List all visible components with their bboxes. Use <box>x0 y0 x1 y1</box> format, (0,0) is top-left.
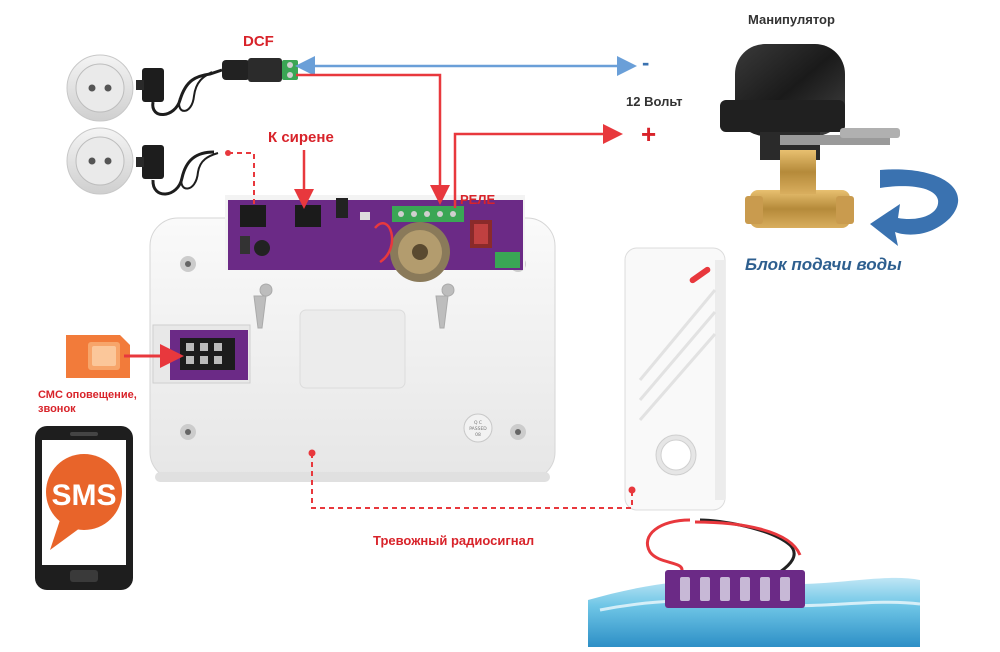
wiring <box>124 56 637 509</box>
dcf-label: DCF <box>243 33 274 50</box>
water-valve-icon <box>720 44 900 228</box>
sms-bubble-icon: SMS <box>46 454 122 550</box>
sms-notice-line2: звонок <box>38 403 76 415</box>
power-socket-icon <box>66 127 134 195</box>
radio-signal-wire <box>311 453 633 509</box>
radio-signal-label: Тревожный радиосигнал <box>373 533 535 548</box>
water-sensor-icon <box>588 518 921 647</box>
power-socket-icon <box>66 54 134 122</box>
manipulator-label: Манипулятор <box>748 12 835 27</box>
water-block-label: Блок подачи воды <box>745 255 902 274</box>
siren-label: К сирене <box>268 129 334 146</box>
power-adapter-icon <box>136 68 223 116</box>
alarm-panel: Q C PASSED 08 <box>149 217 556 482</box>
sim-slot <box>152 324 251 384</box>
voltage-label: 12 Вольт <box>626 94 683 109</box>
dcf-connector-icon <box>222 58 298 82</box>
plus-label: + <box>641 119 657 149</box>
plus-wire <box>453 124 623 208</box>
qc-sticker-line1: Q C <box>474 420 482 426</box>
dcf-wire <box>296 73 450 205</box>
sim-card-icon <box>66 335 130 378</box>
relay-label: РЕЛЕ <box>460 192 496 207</box>
power-adapter-icon <box>136 145 219 196</box>
rotate-arrow-icon <box>870 169 959 246</box>
sms-icon-text: SMS <box>51 479 116 512</box>
sms-notice-line1: СМС оповещение, <box>38 389 137 401</box>
circuit-board <box>225 195 525 282</box>
qc-sticker-line2: PASSED <box>469 426 487 432</box>
water-sensor-unit <box>624 247 726 511</box>
qc-sticker-line3: 08 <box>475 432 481 438</box>
minus-label: - <box>642 50 650 75</box>
